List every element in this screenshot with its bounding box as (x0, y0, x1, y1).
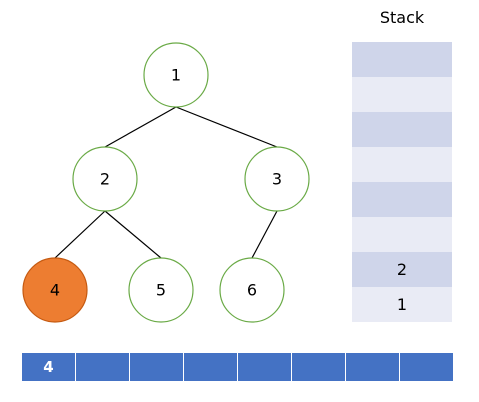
tree-edge-n2-n5 (104, 210, 162, 259)
stack-cell: 2 (352, 252, 452, 287)
stack-cell (352, 147, 452, 182)
stack-cell (352, 182, 452, 217)
tree-node-circle (244, 146, 310, 212)
output-cell (292, 353, 346, 381)
output-cell (184, 353, 238, 381)
output-cell (346, 353, 400, 381)
tree-node-circle (143, 42, 209, 108)
tree-node-circle (128, 257, 194, 323)
stack-cell (352, 42, 452, 77)
stack-cell (352, 217, 452, 252)
tree-edge-n3-n6 (251, 210, 278, 259)
output-cell (238, 353, 292, 381)
tree-node-5: 5 (128, 257, 194, 323)
tree-node-circle (22, 257, 88, 323)
tree-node-4: 4 (22, 257, 88, 323)
tree-node-label: 1 (171, 66, 181, 85)
stack-title: Stack (379, 8, 425, 27)
tree-edge-n1-n3 (175, 106, 278, 148)
stack-cell (352, 112, 452, 147)
tree-node-label: 3 (272, 170, 282, 189)
tree-node-label: 2 (100, 170, 110, 189)
tree-node-label: 4 (50, 281, 60, 300)
tree-node-2: 2 (72, 146, 138, 212)
stack-cell: 1 (352, 287, 452, 322)
output-cell: 4 (22, 353, 76, 381)
output-cell (130, 353, 184, 381)
tree-node-label: 5 (156, 281, 166, 300)
tree-node-circle (219, 257, 285, 323)
tree-node-1: 1 (143, 42, 209, 108)
traversal-output-bar: 4 (22, 353, 453, 381)
tree-node-3: 3 (244, 146, 310, 212)
tree-node-circle (72, 146, 138, 212)
tree-edge-n1-n2 (104, 106, 177, 148)
tree-edge-n2-n4 (54, 210, 106, 259)
output-cell (76, 353, 130, 381)
tree-node-label: 6 (247, 281, 257, 300)
tree-node-6: 6 (219, 257, 285, 323)
output-cell (400, 353, 453, 381)
stack-cell (352, 77, 452, 112)
